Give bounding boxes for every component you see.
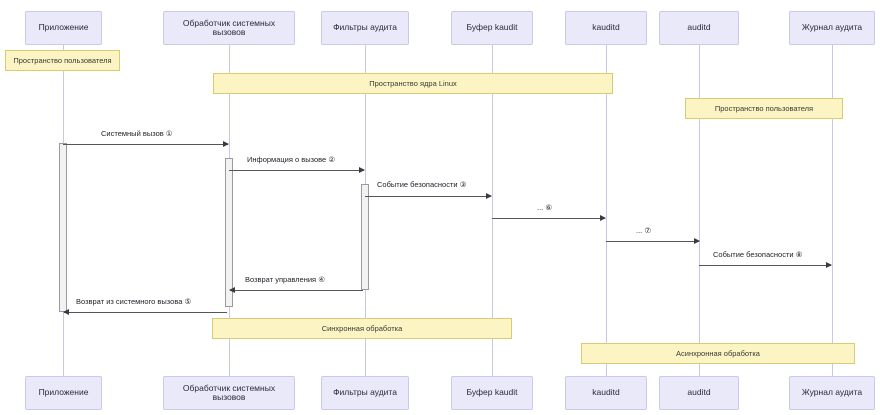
participant-auditlog-top[interactable]: Журнал аудита <box>789 11 875 45</box>
lifeline-kbuffer <box>492 45 493 377</box>
message-arrow-security-event-log <box>699 262 832 268</box>
message-label-security-event-log: Событие безопасности ⑧ <box>713 250 803 259</box>
message-arrow-security-event-buffer <box>365 193 492 199</box>
message-label-kbuffer-kauditd: ... ⑥ <box>537 203 553 212</box>
message-arrow-kauditd-auditd <box>606 238 700 244</box>
message-arrow-kbuffer-kauditd <box>492 215 606 221</box>
message-label-return-control: Возврат управления ④ <box>245 275 325 284</box>
participant-auditd-bottom[interactable]: auditd <box>659 376 739 410</box>
note-userspace-right: Пространство пользователя <box>685 98 843 119</box>
note-userspace-left: Пространство пользователя <box>5 50 120 71</box>
participant-kauditd-top[interactable]: kauditd <box>565 11 647 45</box>
message-arrow-return-control <box>229 287 363 293</box>
participant-filters-bottom[interactable]: Фильтры аудита <box>321 376 409 410</box>
message-label-return-syscall: Возврат из системного вызова ⑤ <box>76 297 192 306</box>
participant-auditd-top[interactable]: auditd <box>659 11 739 45</box>
lifeline-auditd <box>699 45 700 377</box>
participant-app-bottom[interactable]: Приложение <box>25 376 102 410</box>
lifeline-auditlog <box>832 45 833 377</box>
participant-kbuffer-top[interactable]: Буфер kaudit <box>451 11 533 45</box>
participant-kbuffer-bottom[interactable]: Буфер kaudit <box>451 376 533 410</box>
participant-syscall-top[interactable]: Обработчик системных вызовов <box>163 11 295 45</box>
message-label-callinfo: Информация о вызове ② <box>247 155 336 164</box>
message-label-security-event-buffer: Событие безопасности ③ <box>377 180 467 189</box>
participant-syscall-bottom[interactable]: Обработчик системных вызовов <box>163 376 295 410</box>
message-arrow-callinfo <box>229 167 365 173</box>
message-label-syscall-call: Системный вызов ① <box>101 129 173 138</box>
note-sync: Синхронная обработка <box>212 318 512 339</box>
message-arrow-return-syscall <box>63 309 227 315</box>
note-kernelspace: Пространство ядра Linux <box>213 73 613 94</box>
participant-app-top[interactable]: Приложение <box>25 11 102 45</box>
lifeline-kauditd <box>606 45 607 377</box>
activation-app <box>59 143 67 312</box>
message-arrow-syscall-call <box>63 141 229 147</box>
message-label-kauditd-auditd: ... ⑦ <box>636 226 652 235</box>
activation-filters <box>361 184 369 290</box>
activation-syscall <box>225 158 233 307</box>
participant-kauditd-bottom[interactable]: kauditd <box>565 376 647 410</box>
participant-auditlog-bottom[interactable]: Журнал аудита <box>789 376 875 410</box>
participant-filters-top[interactable]: Фильтры аудита <box>321 11 409 45</box>
note-async: Асинхронная обработка <box>581 343 855 364</box>
